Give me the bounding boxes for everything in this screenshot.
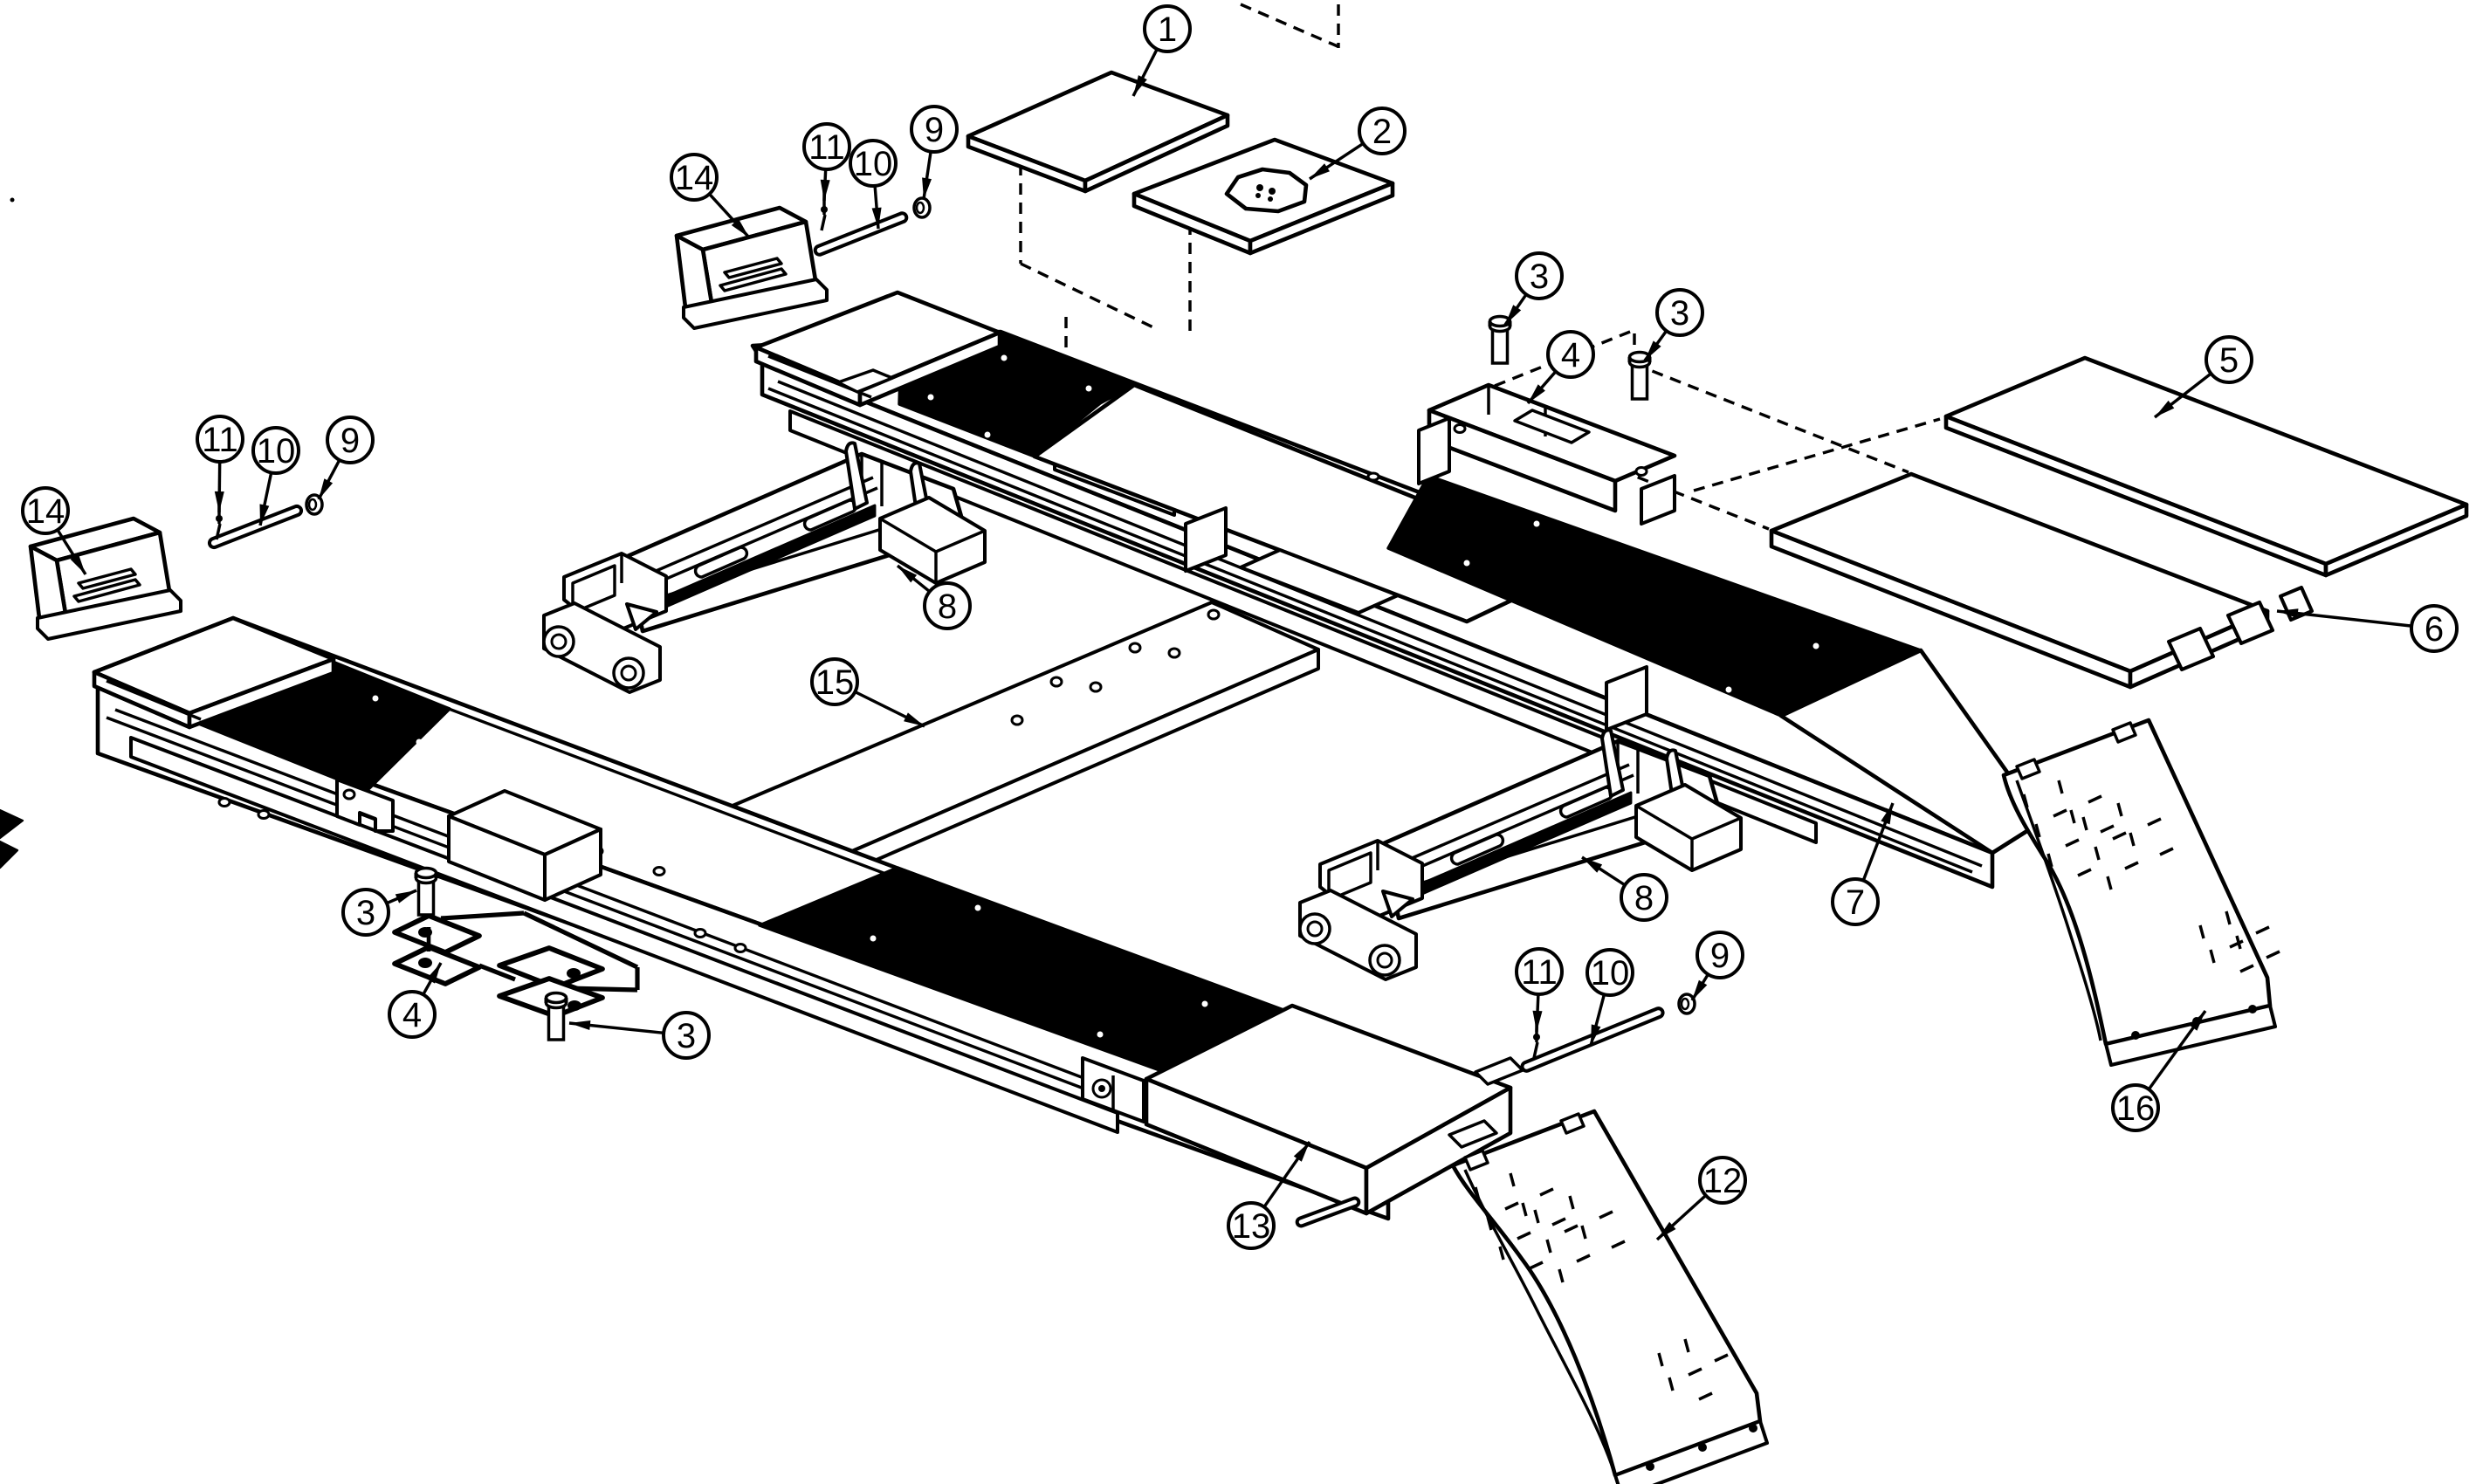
- svg-text:6: 6: [2425, 610, 2444, 649]
- svg-text:11: 11: [202, 421, 238, 459]
- svg-text:13: 13: [1232, 1207, 1271, 1246]
- svg-text:9: 9: [1710, 937, 1730, 975]
- svg-text:15: 15: [815, 663, 855, 702]
- svg-text:3: 3: [1530, 258, 1549, 296]
- svg-text:9: 9: [925, 111, 944, 149]
- svg-text:16: 16: [2116, 1089, 2156, 1128]
- svg-text:14: 14: [26, 492, 65, 531]
- svg-text:12: 12: [1703, 1162, 1743, 1200]
- svg-text:5: 5: [2219, 341, 2239, 380]
- svg-text:8: 8: [1634, 879, 1654, 917]
- svg-text:3: 3: [356, 894, 375, 932]
- svg-text:4: 4: [1561, 336, 1580, 374]
- svg-text:10: 10: [854, 145, 893, 183]
- svg-text:3: 3: [677, 1017, 696, 1055]
- svg-text:9: 9: [340, 422, 360, 460]
- svg-text:11: 11: [808, 128, 845, 167]
- svg-text:2: 2: [1372, 113, 1392, 151]
- svg-text:14: 14: [675, 159, 714, 197]
- svg-text:8: 8: [938, 587, 957, 626]
- svg-text:3: 3: [1670, 294, 1689, 333]
- svg-text:1: 1: [1158, 10, 1177, 49]
- svg-text:4: 4: [402, 996, 422, 1034]
- svg-text:7: 7: [1846, 883, 1865, 922]
- svg-text:10: 10: [257, 432, 296, 471]
- svg-text:11: 11: [1521, 953, 1558, 992]
- svg-text:10: 10: [1591, 954, 1630, 993]
